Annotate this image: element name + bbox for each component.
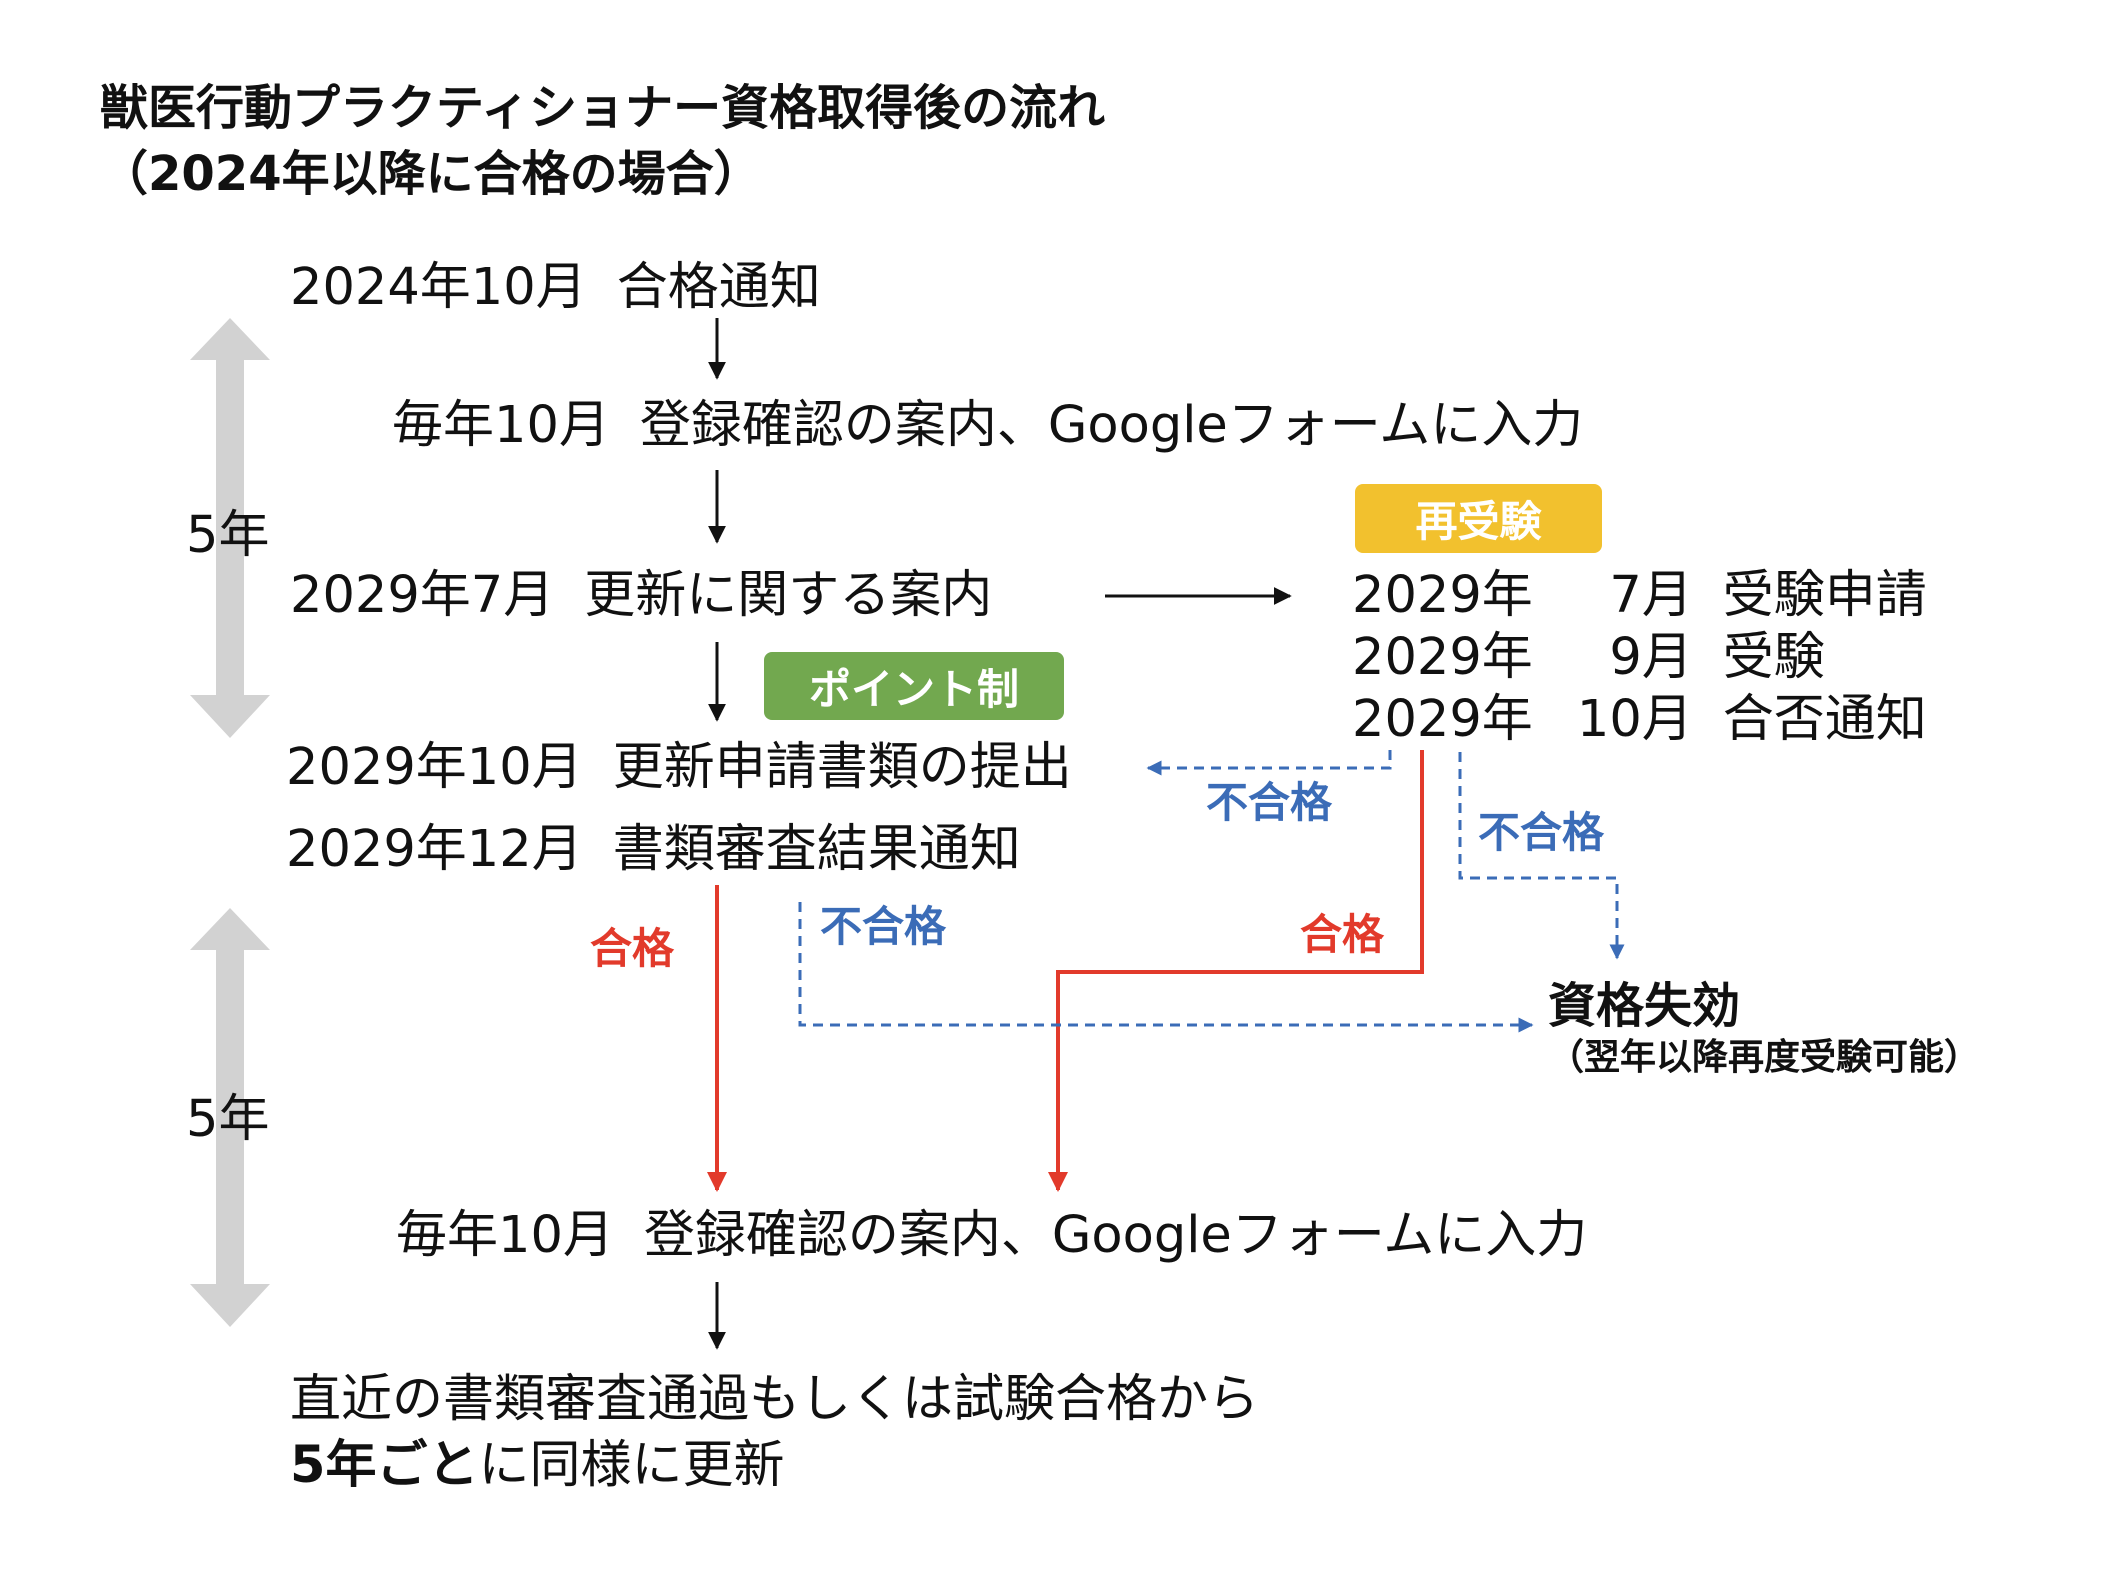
final-note-rest: に同様に更新 xyxy=(478,1436,785,1495)
lapse-note: （翌年以降再度受験可能） xyxy=(1548,1037,1981,1078)
fail-label-exam-to-lapse: 不合格 xyxy=(1478,808,1605,857)
step-date: 毎年10月 xyxy=(392,396,610,455)
step-date: 2029年10月 xyxy=(286,738,583,797)
step-text: 合格通知 xyxy=(616,258,821,317)
reexam-month: 10月 xyxy=(1576,690,1693,749)
final-note-emphasis: 5年ごと xyxy=(290,1436,479,1495)
arrow-pass-exam xyxy=(1048,750,1424,1192)
reexam-badge: 再受験 xyxy=(1355,484,1602,553)
step-text: 登録確認の案内、Googleフォームに入力 xyxy=(639,396,1584,455)
span-arrow-second xyxy=(190,908,270,1327)
step-annual-check: 毎年10月登録確認の案内、Googleフォームに入力 xyxy=(392,400,1583,451)
step-text: 登録確認の案内、Googleフォームに入力 xyxy=(643,1206,1588,1265)
reexam-year: 2029年 xyxy=(1352,566,1533,625)
step-review-result: 2029年12月書類審査結果通知 xyxy=(286,824,1021,875)
arrow-fail-exam-to-lapse xyxy=(1458,752,1625,960)
fail-label-docs-to-lapse: 不合格 xyxy=(820,902,947,951)
point-system-badge: ポイント制 xyxy=(764,652,1064,720)
step-date: 2029年12月 xyxy=(286,820,583,879)
step-renewal-submission: 2029年10月更新申請書類の提出 xyxy=(286,742,1072,793)
arrow-fail-exam-to-submit xyxy=(1146,750,1392,776)
fail-label-exam-to-submit: 不合格 xyxy=(1206,778,1333,827)
step-date: 2029年7月 xyxy=(290,566,555,625)
step-renewal-notice: 2029年7月更新に関する案内 xyxy=(290,570,992,621)
pass-label-docs: 合格 xyxy=(590,924,675,973)
step-pass-notice: 2024年10月合格通知 xyxy=(290,262,821,313)
diagram-title-line1: 獣医行動プラクティショナー資格取得後の流れ xyxy=(100,80,1106,136)
diagram-title-line2: （2024年以降に合格の場合） xyxy=(100,146,762,202)
lapse-title: 資格失効 xyxy=(1548,978,1741,1034)
step-text: 更新に関する案内 xyxy=(584,566,993,625)
reexam-month: 9月 xyxy=(1609,628,1693,687)
step-date: 毎年10月 xyxy=(396,1206,614,1265)
reexam-text: 合否通知 xyxy=(1722,690,1927,749)
final-note-line2: 5年ごとに同様に更新 xyxy=(290,1440,785,1491)
reexam-year: 2029年 xyxy=(1352,628,1533,687)
span-arrow-first xyxy=(190,318,270,738)
final-note-line1: 直近の書類審査通過もしくは試験合格から xyxy=(290,1370,1260,1429)
step-text: 書類審査結果通知 xyxy=(612,820,1021,879)
reexam-year: 2029年 xyxy=(1352,690,1533,749)
pass-label-exam: 合格 xyxy=(1300,910,1385,959)
step-text: 更新申請書類の提出 xyxy=(612,738,1072,797)
reexam-month: 7月 xyxy=(1609,566,1693,625)
span-label-first: 5年 xyxy=(186,506,270,565)
step-annual-check-renewed: 毎年10月登録確認の案内、Googleフォームに入力 xyxy=(396,1210,1587,1261)
reexam-text: 受験 xyxy=(1722,628,1825,687)
reexam-text: 受験申請 xyxy=(1722,566,1927,625)
arrow-fail-docs-to-lapse xyxy=(798,902,1534,1033)
step-date: 2024年10月 xyxy=(290,258,587,317)
span-label-second: 5年 xyxy=(186,1090,270,1149)
